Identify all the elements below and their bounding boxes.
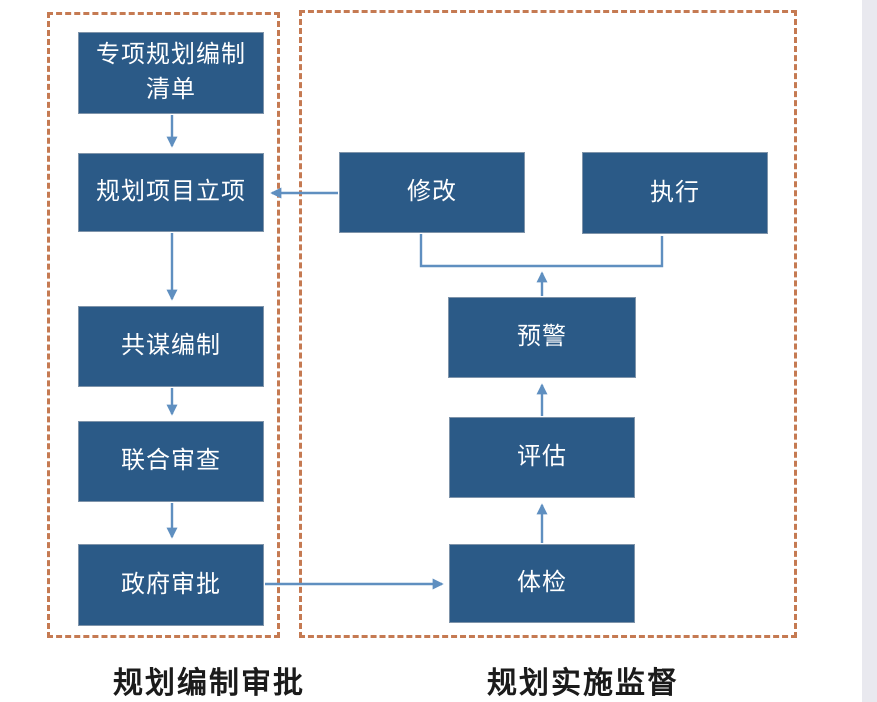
right-section-caption: 规划实施监督 (487, 667, 679, 700)
node-project-initiation: 规划项目立项 (78, 153, 264, 232)
node-check: 体检 (449, 544, 635, 623)
page-edge-strip (862, 0, 877, 702)
node-joint-review: 联合审查 (78, 421, 264, 502)
node-execute: 执行 (582, 152, 768, 234)
node-special-plan-list: 专项规划编制 清单 (78, 32, 264, 114)
node-government-approval: 政府审批 (78, 544, 264, 626)
right-section-border (299, 10, 797, 638)
node-warning: 预警 (448, 297, 636, 378)
left-section-border (47, 12, 280, 638)
node-evaluate: 评估 (449, 417, 635, 498)
node-joint-preparation: 共谋编制 (78, 306, 264, 387)
left-section-caption: 规划编制审批 (113, 667, 305, 700)
node-modify: 修改 (339, 152, 525, 233)
